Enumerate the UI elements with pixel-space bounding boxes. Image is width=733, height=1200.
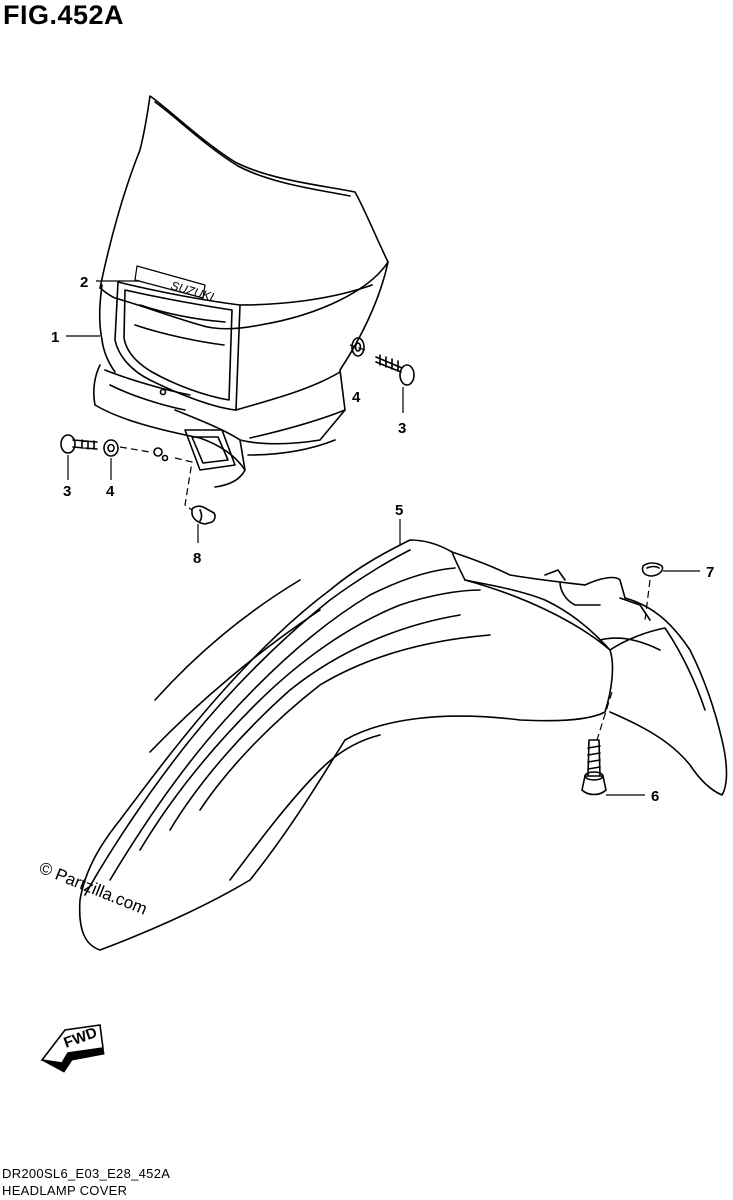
footer-figure-code: DR200SL6_E03_E28_452A <box>2 1166 171 1181</box>
callout-6: 6 <box>651 788 659 805</box>
callout-8: 8 <box>193 550 201 567</box>
figure-title: FIG.452A <box>3 0 125 30</box>
callout-7: 7 <box>706 564 714 581</box>
screw-left <box>60 434 98 454</box>
callout-4-right: 4 <box>352 389 361 406</box>
grommet-right <box>351 337 365 357</box>
callout-1: 1 <box>51 329 59 346</box>
fwd-arrow: FWD <box>40 1024 105 1073</box>
callout-3-right: 3 <box>398 420 406 437</box>
footer-figure-name: HEADLAMP COVER <box>2 1183 128 1198</box>
callout-4-left: 4 <box>106 483 115 500</box>
watermark: © Partzilla.com <box>37 858 150 919</box>
grommet-left <box>103 439 119 457</box>
clip-7 <box>641 562 664 577</box>
callout-3-left: 3 <box>63 483 71 500</box>
callout-2: 2 <box>80 274 88 291</box>
screw-right <box>375 354 415 386</box>
front-fender <box>78 539 728 951</box>
callout-5: 5 <box>395 502 403 519</box>
bolt-6 <box>581 739 607 796</box>
headlamp-cover <box>93 95 389 488</box>
clip-8 <box>191 505 216 525</box>
